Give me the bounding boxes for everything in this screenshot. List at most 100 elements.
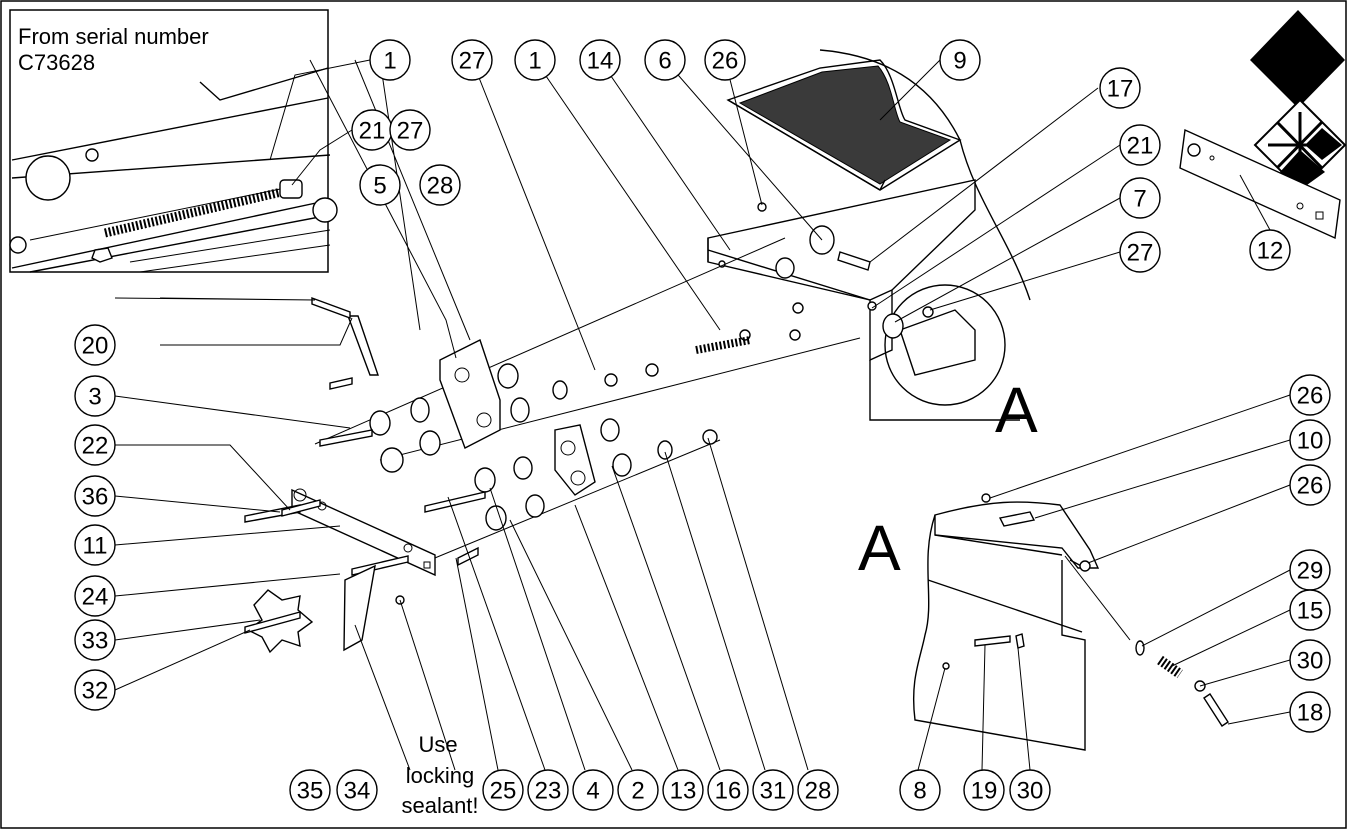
svg-text:23: 23 xyxy=(535,778,562,805)
detail-a-label-upper: A xyxy=(995,374,1038,446)
svg-text:13: 13 xyxy=(670,778,697,805)
callout-d-30: 30 xyxy=(1289,639,1331,681)
footboard-assembly xyxy=(471,49,1121,421)
callout-r-12: 12 xyxy=(1249,229,1291,271)
callout-r-21: 21 xyxy=(1119,124,1161,166)
callout-top-9: 9 xyxy=(939,39,981,81)
detail-a-bolt-18 xyxy=(1203,693,1229,727)
inset-roller xyxy=(11,199,331,273)
nut-28-upper xyxy=(604,373,618,387)
inset-small-hole xyxy=(85,148,99,162)
svg-text:21: 21 xyxy=(1127,133,1154,160)
svg-text:17: 17 xyxy=(1107,76,1134,103)
inset-caption-line1: From serial number xyxy=(18,24,209,49)
svg-text:4: 4 xyxy=(586,778,599,805)
bar-11 xyxy=(291,488,436,577)
bolt-22 xyxy=(281,499,321,517)
inset-mesh-edge xyxy=(129,229,331,273)
bushing-23 xyxy=(474,467,496,493)
svg-text:28: 28 xyxy=(805,778,832,805)
nut-mid-2 xyxy=(789,329,801,341)
svg-text:6: 6 xyxy=(658,48,671,75)
washer-31 xyxy=(657,440,673,460)
callout-l-20: 20 xyxy=(74,324,116,366)
callout-b-28: 28 xyxy=(797,769,839,811)
svg-text:22: 22 xyxy=(82,433,109,460)
svg-text:30: 30 xyxy=(1297,648,1324,675)
inset-leader-1 xyxy=(269,59,371,161)
svg-text:2: 2 xyxy=(631,778,644,805)
callout-d-15: 15 xyxy=(1289,589,1331,631)
pedal-bracket xyxy=(707,179,976,362)
serial-number-inset: From serial number C73628 xyxy=(9,9,371,273)
detail-a-clip-10 xyxy=(998,511,1036,527)
svg-text:28: 28 xyxy=(427,173,454,200)
detail-a-circle xyxy=(884,284,1006,406)
clamp-plate-35 xyxy=(343,564,376,652)
svg-text:20: 20 xyxy=(82,333,109,360)
callout-r-27: 27 xyxy=(1119,231,1161,273)
shaft-axis-lines xyxy=(314,237,861,461)
note-line1: Use xyxy=(418,732,457,757)
callout-b-4: 4 xyxy=(572,769,614,811)
callout-b-30: 30 xyxy=(1009,769,1051,811)
svg-text:5: 5 xyxy=(373,173,386,200)
pedal-bracket-lower xyxy=(869,360,1020,421)
washer-b xyxy=(497,363,519,389)
footboard-front-edge xyxy=(727,99,886,191)
svg-text:1: 1 xyxy=(383,48,396,75)
inset-hole xyxy=(25,155,71,201)
detail-a-panel xyxy=(912,514,1086,751)
spring-14 xyxy=(695,336,751,354)
callout-d-29: 29 xyxy=(1289,549,1331,591)
plate-12-body xyxy=(1179,128,1341,240)
detail-a-hole xyxy=(942,662,950,670)
nut-21 xyxy=(867,301,877,311)
bolt-2 xyxy=(424,491,486,513)
detail-a-panel-fold xyxy=(927,579,1083,633)
inset-spring xyxy=(29,184,301,241)
callout-l-32: 32 xyxy=(74,669,116,711)
svg-text:27: 27 xyxy=(459,48,486,75)
svg-text:10: 10 xyxy=(1297,428,1324,455)
callout-b-13: 13 xyxy=(662,769,704,811)
callout-b-16: 16 xyxy=(707,769,749,811)
svg-text:30: 30 xyxy=(1017,778,1044,805)
plate-12-hole xyxy=(1187,143,1201,157)
callout-b-34: 34 xyxy=(336,769,378,811)
callout-l-36: 36 xyxy=(74,475,116,517)
nut-mid-3 xyxy=(792,302,804,314)
inset-edge-hole xyxy=(9,236,27,254)
roller-7 xyxy=(882,313,904,339)
callout-l-28: 28 xyxy=(419,164,461,206)
detail-a-washer-30 xyxy=(1015,633,1025,649)
detail-a-spring-15 xyxy=(1157,655,1183,679)
callout-top-27: 27 xyxy=(451,39,493,81)
manufacturer-logo xyxy=(1250,10,1347,192)
detail-a-label-lower: A xyxy=(858,512,901,584)
bolt-3 xyxy=(319,429,373,447)
plate-12 xyxy=(1179,128,1341,240)
callout-l-5: 5 xyxy=(359,164,401,206)
inset-caption-line2: C73628 xyxy=(18,50,95,75)
svg-text:19: 19 xyxy=(971,778,998,805)
washer-lower xyxy=(525,494,545,518)
top-leaders xyxy=(471,59,1121,371)
svg-text:26: 26 xyxy=(1297,383,1324,410)
bushing-a xyxy=(369,410,391,436)
callout-balloons: 1 21 27 27 1 14 6 26 9 17 21 7 27 12 5 2… xyxy=(74,39,1331,811)
callout-b-31: 31 xyxy=(752,769,794,811)
svg-text:3: 3 xyxy=(88,384,101,411)
bracket-5 xyxy=(346,315,379,376)
callout-l-3: 3 xyxy=(74,375,116,417)
link-plate-upper xyxy=(439,339,501,449)
washer-d xyxy=(552,380,568,400)
callout-l-33: 33 xyxy=(74,619,116,661)
svg-text:27: 27 xyxy=(1127,240,1154,267)
nut-27-mid xyxy=(645,363,659,377)
callout-top-26: 26 xyxy=(704,39,746,81)
callout-top-14: 14 xyxy=(579,39,621,81)
svg-text:12: 12 xyxy=(1257,238,1284,265)
callout-b-35: 35 xyxy=(289,769,331,811)
